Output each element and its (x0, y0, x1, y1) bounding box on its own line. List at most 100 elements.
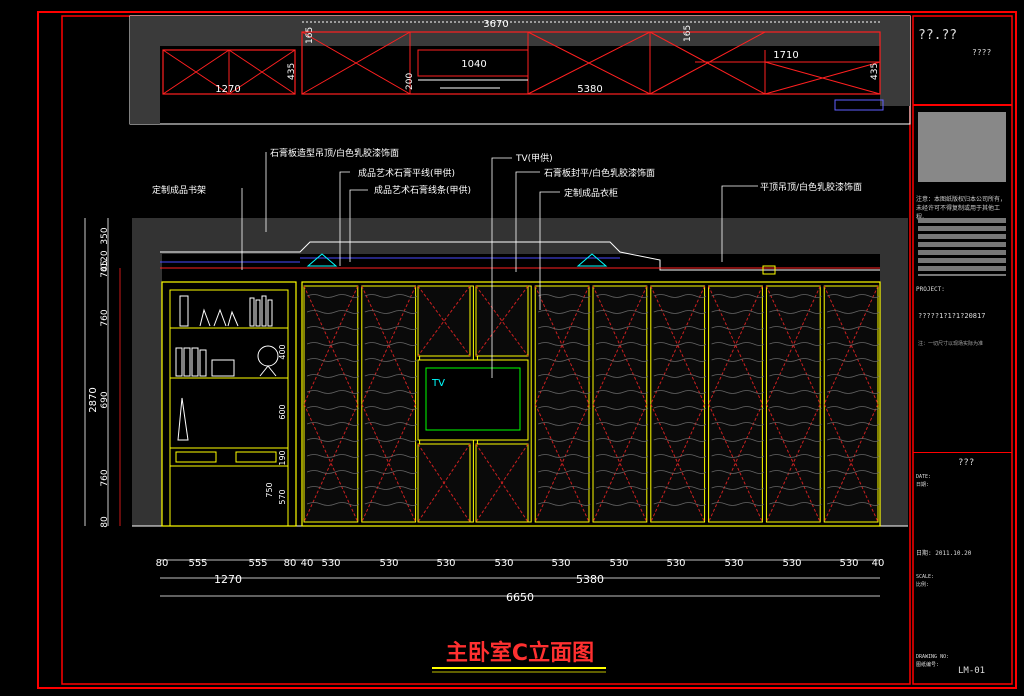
wood-grain (653, 358, 707, 362)
wood-grain (653, 454, 707, 458)
wood-grain (827, 326, 880, 330)
wood-grain (538, 502, 591, 506)
shelf-dim: 190 (278, 450, 287, 465)
wood-grain (306, 470, 360, 474)
bottom-dim: 530 (609, 558, 628, 569)
tb-project-label: PROJECT: (916, 286, 945, 293)
wood-grain (653, 438, 707, 442)
top-plan-view: 3670 165 435 1040 200 1270 5380 165 1710… (129, 15, 911, 125)
tb-logo-block (918, 112, 1006, 182)
tv-side-door (475, 285, 529, 357)
wood-grain (364, 486, 418, 490)
bottom-dim: 530 (494, 558, 513, 569)
bottom-dim: 555 (188, 558, 207, 569)
bottom-dim: 555 (248, 558, 267, 569)
wood-grain (306, 326, 360, 330)
wood-grain (769, 294, 822, 298)
tv-side-door (417, 285, 471, 357)
wood-grain (538, 390, 591, 394)
wood-grain (538, 358, 591, 362)
door-diagonal (417, 443, 471, 523)
left-dim: 120 (100, 250, 110, 267)
title-block-frame (912, 15, 1013, 685)
tb-divider-1 (913, 104, 1012, 106)
wood-grain (364, 358, 418, 362)
wood-grain (711, 454, 764, 458)
wood-grain (306, 374, 360, 378)
wood-grain (364, 310, 418, 314)
wood-grain (364, 294, 418, 298)
wood-grain (769, 470, 822, 474)
wood-grain (364, 422, 418, 426)
wood-grain (538, 438, 591, 442)
bottom-dim: 80 (156, 558, 169, 569)
annotation-5: TV(甲供) (515, 152, 553, 164)
wood-grain (769, 326, 822, 330)
tb-date-sub: 日期: (916, 482, 930, 488)
bottom-dim: 530 (551, 558, 570, 569)
wood-grain (595, 454, 649, 458)
bottom-dim: 530 (321, 558, 340, 569)
wood-grain (538, 470, 591, 474)
wood-grain (769, 342, 822, 346)
wood-grain (538, 374, 591, 378)
wood-grain (306, 390, 360, 394)
wood-grain (827, 358, 880, 362)
wood-grain (364, 390, 418, 394)
tb-date-label: DATE: (916, 474, 932, 480)
wood-grain (306, 438, 360, 442)
bottom-dim: 530 (436, 558, 455, 569)
wood-grain (653, 342, 707, 346)
wood-grain (595, 486, 649, 490)
tb-project-note: 注：一切尺寸以现场实际为准 (918, 341, 984, 347)
shelf-dim: 570 (278, 489, 287, 504)
wood-grain (364, 502, 418, 506)
wood-grain (827, 422, 880, 426)
shelf-dim: 400 (278, 344, 287, 359)
wood-grain (538, 326, 591, 330)
tb-date-value: 日期: 2011.10.20 (916, 550, 972, 557)
door-diagonal (361, 285, 417, 523)
wood-grain (769, 358, 822, 362)
bottom-dim-row2-1: 1270 (214, 573, 242, 586)
tb-designer: ??? (958, 458, 975, 468)
wood-grain (538, 422, 591, 426)
plan-dim-left-1: 165 (305, 27, 315, 44)
plan-dim-right-1: 165 (683, 25, 693, 42)
wood-grain (653, 406, 707, 410)
tb-divider-2 (913, 452, 1012, 453)
wood-grain (595, 342, 649, 346)
wood-grain (827, 486, 880, 490)
wood-grain (827, 438, 880, 442)
wood-grain (653, 310, 707, 314)
left-dim: 350 (100, 227, 110, 244)
wood-grain (595, 294, 649, 298)
door-diagonal (823, 285, 879, 523)
wood-grain (769, 310, 822, 314)
annotation-1: 石膏板造型吊顶/白色乳胶漆饰面 (270, 147, 399, 159)
plan-dim-mid-2: 200 (405, 73, 415, 90)
wood-grain (769, 422, 822, 426)
wood-grain (827, 390, 880, 394)
wood-grain (538, 342, 591, 346)
tb-drawing-no-sub: 图纸编号: (916, 662, 940, 668)
wood-grain (769, 502, 822, 506)
wood-grain (306, 342, 360, 346)
plan-dim-right-2: 1710 (773, 50, 798, 61)
wood-grain (711, 502, 764, 506)
wardrobe-door (650, 285, 706, 523)
wood-grain (769, 454, 822, 458)
wardrobe-door (765, 285, 821, 523)
tb-drawing-no-label: DRAWING NO: (916, 654, 950, 660)
drawing-title: 主卧室C立面图 (446, 640, 594, 666)
wood-grain (364, 342, 418, 346)
wood-grain (306, 294, 360, 298)
bottom-dim: 530 (782, 558, 801, 569)
wardrobe-door (303, 285, 359, 523)
wood-grain (306, 486, 360, 490)
door-diagonal (303, 285, 359, 523)
plan-dim-top: 3670 (483, 19, 508, 30)
